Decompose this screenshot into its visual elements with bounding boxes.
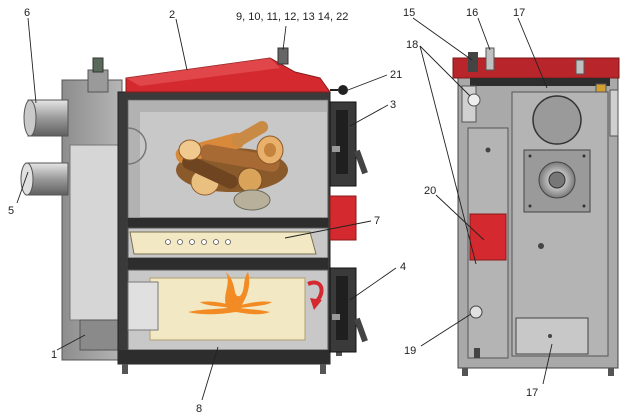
- callout-8: 8: [196, 403, 202, 415]
- callout-1: 1: [51, 349, 57, 361]
- drain-port: [469, 305, 483, 319]
- callout-labels: 1 2 3 4 5 6 7 8 9, 10, 11, 12, 13 14, 22…: [8, 7, 538, 415]
- callout-19: 19: [404, 345, 416, 357]
- callout-4: 4: [400, 261, 406, 273]
- callout-16: 16: [466, 7, 478, 19]
- nozzle-brick: [129, 231, 317, 255]
- rear-fitting-16: [485, 47, 495, 71]
- boiler-section-view: [20, 47, 368, 374]
- callout-17-bottom: 17: [526, 387, 538, 399]
- flame-icon: [188, 272, 272, 315]
- cover-fitting: [277, 47, 289, 65]
- boiler-rear-view: [452, 47, 620, 376]
- cleaning-door: [515, 317, 589, 355]
- callout-15: 15: [403, 7, 415, 19]
- top-fitting: [87, 69, 109, 93]
- callout-20: 20: [424, 185, 436, 197]
- callout-6: 6: [24, 7, 30, 19]
- thermostat-knob: [338, 85, 348, 95]
- return-pipe-mouth: [20, 162, 34, 196]
- inspection-port: [127, 127, 147, 165]
- callout-9-22: 9, 10, 11, 12, 13 14, 22: [236, 11, 348, 23]
- firewood-pile: [175, 121, 288, 211]
- callout-18: 18: [406, 39, 418, 51]
- rear-flue-collar: [532, 95, 582, 145]
- rear-access-panel: [69, 144, 119, 321]
- callout-7: 7: [374, 215, 380, 227]
- top-cover-highlight: [126, 58, 280, 86]
- callout-2: 2: [169, 9, 175, 21]
- leader-lines: [16, 17, 553, 401]
- ash-box: [127, 281, 159, 331]
- drain-housing: [79, 319, 119, 351]
- callout-5: 5: [8, 205, 14, 217]
- rear-red-panel: [469, 213, 507, 261]
- air-nozzles: [165, 239, 231, 245]
- callout-17-top: 17: [513, 7, 525, 19]
- callout-3: 3: [390, 99, 396, 111]
- front-red-panel: [329, 195, 357, 241]
- ash-door-handle: [354, 317, 368, 343]
- rear-fitting-15: [468, 52, 478, 72]
- flue-outlet-mouth: [23, 99, 37, 137]
- top-valve: [92, 57, 104, 73]
- loading-door-handle: [354, 149, 368, 175]
- callout-21: 21: [390, 69, 402, 81]
